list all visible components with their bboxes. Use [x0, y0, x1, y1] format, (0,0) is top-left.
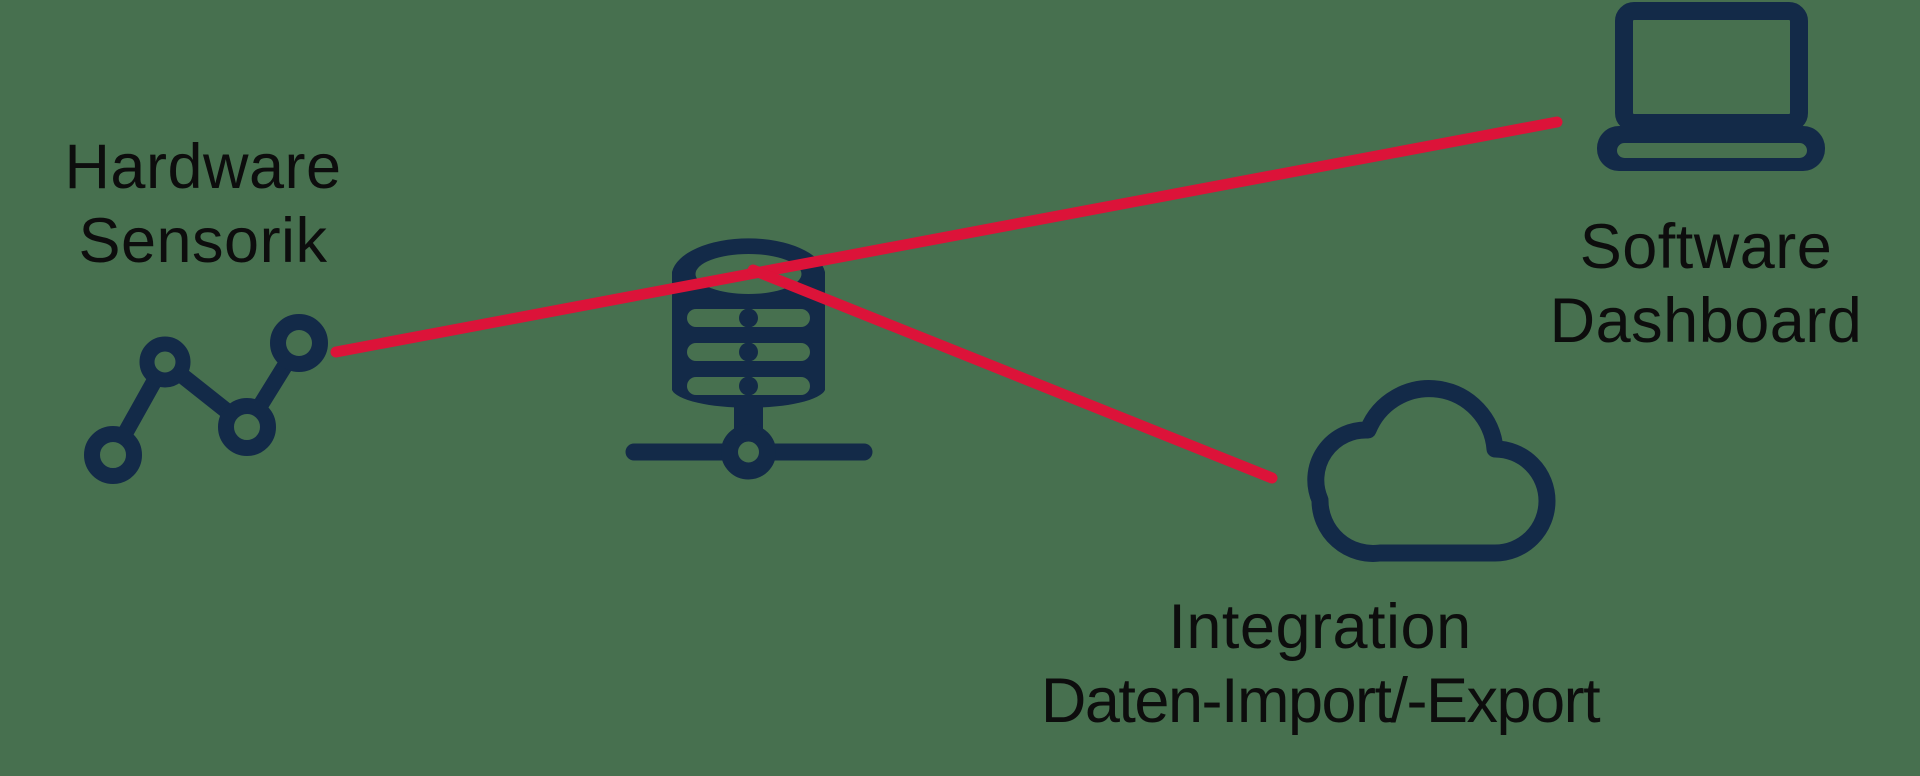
connection-sensor-laptop [330, 116, 1563, 358]
sensor-graph-icon [84, 314, 328, 484]
label-line: Dashboard [1549, 286, 1863, 356]
connection-database-cloud [747, 264, 1278, 484]
label-line: Daten-Import/-Export [1040, 666, 1601, 736]
laptop-icon [1597, 2, 1825, 171]
connections-layer [330, 116, 1563, 484]
label-line: Hardware [64, 132, 342, 202]
label-line: Integration [1168, 592, 1472, 662]
label-line: Sensorik [78, 206, 328, 276]
label-software-dashboard: Software Dashboard [1456, 210, 1920, 358]
label-line: Software [1579, 212, 1833, 282]
cloud-icon [1307, 380, 1556, 562]
label-integration-daten: Integration Daten-Import/-Export [995, 590, 1645, 738]
label-hardware-sensorik: Hardware Sensorik [3, 130, 403, 278]
